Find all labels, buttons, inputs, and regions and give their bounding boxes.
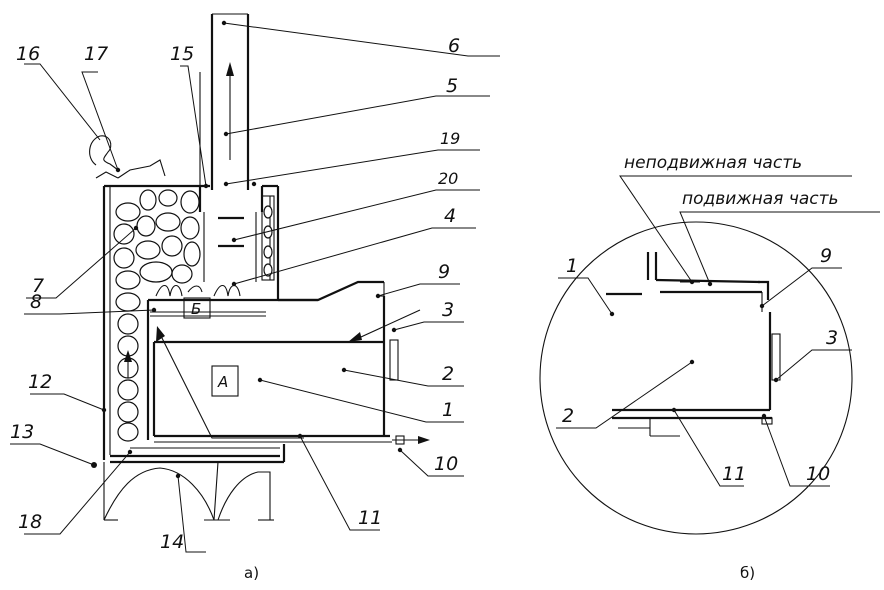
detail-label-3: 3 (826, 327, 838, 349)
part-label-9: 9 (438, 261, 450, 283)
part-label-7: 7 (32, 275, 44, 297)
stove-section-drawing (10, 13, 500, 553)
detail-label-1: 1 (566, 255, 578, 277)
label-movable-part: подвижная часть (682, 189, 839, 209)
zone-label-a: А (217, 373, 228, 391)
detail-label-10: 10 (806, 463, 830, 485)
part-label-18: 18 (18, 511, 42, 533)
part-label-6: 6 (448, 35, 460, 57)
part-label-2: 2 (442, 363, 454, 385)
part-label-5: 5 (446, 75, 458, 97)
part-label-19: 19 (440, 129, 460, 148)
zone-label-b: Б (191, 300, 201, 318)
stove-part-labels: 6 5 19 20 4 9 3 2 1 10 11 14 18 13 12 8 … (10, 35, 460, 553)
caption-b: б) (740, 564, 755, 582)
part-label-10: 10 (434, 453, 458, 475)
part-label-20: 20 (438, 169, 458, 188)
caption-a: а) (244, 564, 259, 582)
part-label-15: 15 (170, 43, 194, 65)
part-label-3: 3 (442, 299, 454, 321)
part-label-17: 17 (84, 43, 108, 65)
part-label-14: 14 (160, 531, 184, 553)
label-fixed-part: неподвижная часть (624, 153, 802, 173)
detail-label-2: 2 (562, 405, 574, 427)
part-label-13: 13 (10, 421, 34, 443)
detail-view-labels: неподвижная часть подвижная часть 1 9 3 … (562, 153, 839, 485)
part-label-12: 12 (28, 371, 52, 393)
detail-label-11: 11 (722, 463, 746, 485)
detail-label-9: 9 (820, 245, 832, 267)
part-label-8: 8 (30, 291, 42, 313)
detail-view-drawing (539, 175, 880, 535)
part-label-16: 16 (16, 43, 40, 65)
part-label-1: 1 (442, 399, 454, 421)
part-label-4: 4 (444, 205, 456, 227)
part-label-11: 11 (358, 507, 382, 529)
